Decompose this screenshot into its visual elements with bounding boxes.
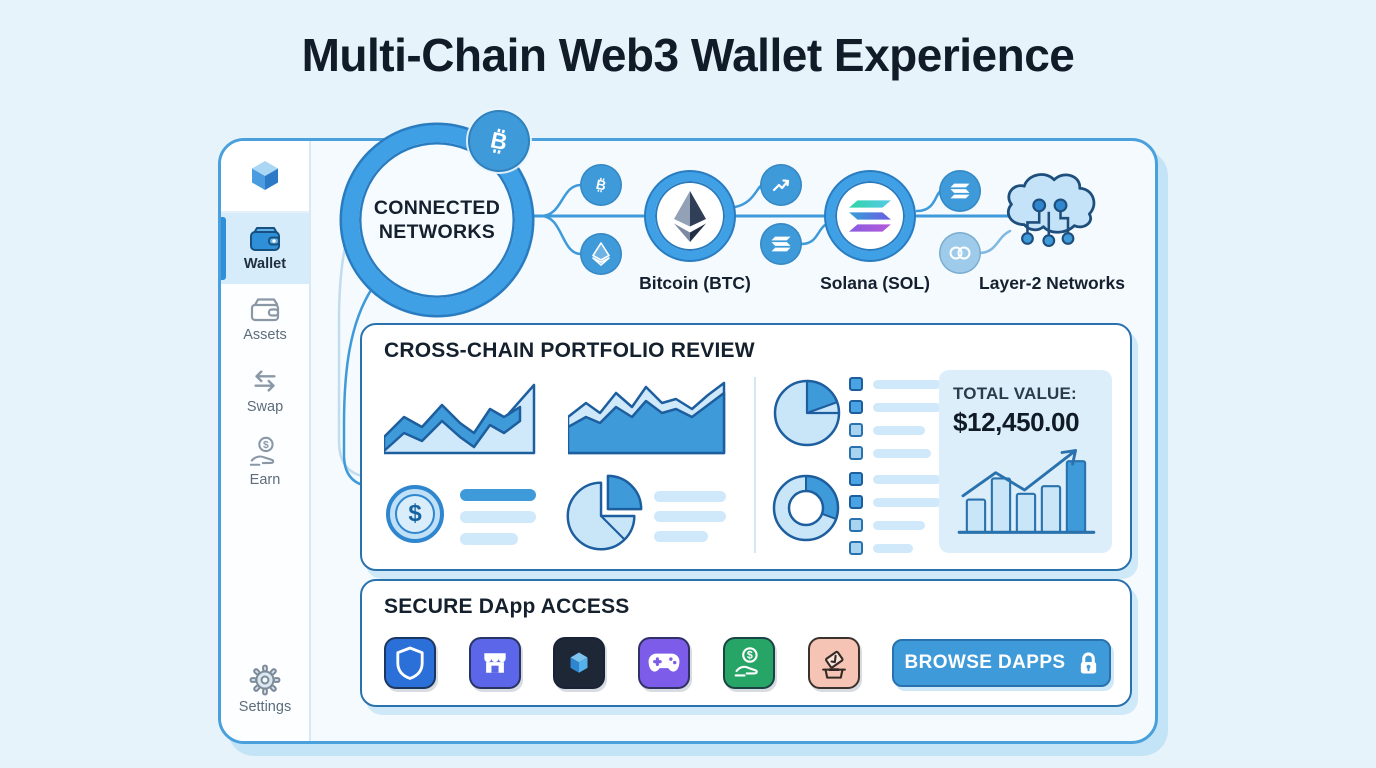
sidebar-item-label: Assets (243, 327, 287, 343)
settings-gear-icon (249, 664, 281, 696)
bitcoin-icon: B (488, 126, 509, 155)
browse-dapps-label: BROWSE DAPPS (904, 652, 1066, 673)
earn-hand-coin-icon: $ (249, 436, 275, 466)
sidebar-item-label: Wallet (243, 256, 287, 272)
dapps-title: SECURE DApp ACCESS (384, 595, 630, 618)
solana-mini-badge-2 (939, 170, 981, 212)
storefront-icon (484, 653, 506, 673)
solana-mini-badge (760, 223, 802, 265)
browse-dapps-button[interactable]: BROWSE DAPPS (892, 639, 1111, 687)
dapps-card: SECURE DApp ACCESS (360, 579, 1132, 707)
exploded-pie-chart (566, 474, 643, 551)
hub-label: CONNECTED NETWORKS (373, 196, 501, 243)
wallet-app-panel: Wallet Assets Swap (218, 110, 1158, 744)
sidebar-item-earn[interactable]: $ Earn (221, 426, 309, 497)
dollar-coin-icon: $ (386, 485, 444, 543)
portfolio-card: CROSS-CHAIN PORTFOLIO REVIEW $ (360, 323, 1132, 571)
solana-logo-icon (849, 200, 891, 232)
trending-up-mini-badge (760, 164, 802, 206)
gamepad-icon (648, 653, 680, 672)
sidebar-item-settings[interactable]: Settings (221, 654, 309, 725)
pie-legend (849, 377, 941, 460)
lock-icon (1080, 652, 1096, 674)
ethereum-mini-badge (580, 233, 622, 275)
stat-bars-left (460, 489, 536, 545)
donut-legend (849, 472, 941, 555)
pie-chart (773, 379, 841, 447)
stat-bars-mid (654, 491, 726, 542)
node-label-layer2: Layer-2 Networks (979, 273, 1125, 293)
node-label-solana: Solana (SOL) (820, 273, 930, 293)
swap-arrows-icon (254, 370, 276, 392)
dapp-tile-cube[interactable] (553, 637, 605, 689)
page-title: Multi-Chain Web3 Wallet Experience (301, 29, 1075, 81)
wallet-icon (250, 227, 280, 251)
ballot-vote-icon (822, 650, 846, 679)
bitcoin-mini-badge: B (580, 164, 622, 206)
area-chart-1 (384, 383, 536, 455)
sidebar-item-swap[interactable]: Swap (221, 355, 309, 426)
area-chart-2 (568, 381, 726, 455)
dapp-tile-store[interactable] (469, 637, 521, 689)
sidebar-item-label: Earn (249, 472, 281, 488)
total-value-label: TOTAL VALUE: (953, 384, 1077, 403)
total-value-box: TOTAL VALUE: $12,450.00 (939, 370, 1112, 553)
svg-text:B: B (488, 126, 509, 155)
portfolio-title: CROSS-CHAIN PORTFOLIO REVIEW (384, 339, 755, 362)
hand-coin-icon: $ (734, 647, 758, 677)
sidebar-item-wallet[interactable]: Wallet (221, 213, 309, 284)
dapp-tile-ballot[interactable] (808, 637, 860, 689)
solana-network-node[interactable] (826, 172, 914, 260)
donut-chart (772, 474, 840, 542)
sidebar-item-label: Settings (238, 699, 292, 715)
assets-wallet-icon (250, 298, 280, 322)
shield-icon (396, 646, 424, 680)
dapp-tile-finance[interactable]: $ (723, 637, 775, 689)
growth-bar-chart (957, 449, 1096, 534)
svg-text:B: B (595, 177, 608, 194)
bitcoin-network-node[interactable] (646, 172, 734, 260)
layer2-cloud-icon[interactable] (998, 167, 1106, 263)
sidebar-item-assets[interactable]: Assets (221, 284, 309, 355)
cube-logo-icon (252, 161, 278, 190)
dapp-tile-gamepad[interactable] (638, 637, 690, 689)
dapp-tile-shield[interactable] (384, 637, 436, 689)
chain-link-mini-badge (939, 232, 981, 274)
svg-text:$: $ (747, 650, 753, 662)
sidebar-item-label: Swap (246, 399, 284, 415)
ethereum-logo-icon (674, 191, 706, 242)
app-logo (221, 141, 309, 213)
svg-text:$: $ (263, 440, 269, 451)
total-value-amount: $12,450.00 (953, 407, 1080, 437)
main-content: CONNECTED NETWORKS B B (311, 110, 1155, 741)
portfolio-divider (754, 377, 756, 553)
node-label-bitcoin: Bitcoin (BTC) (639, 273, 751, 293)
bitcoin-hub-badge: B (468, 110, 530, 172)
sidebar: Wallet Assets Swap (221, 141, 311, 741)
cube-3d-icon (570, 652, 588, 673)
